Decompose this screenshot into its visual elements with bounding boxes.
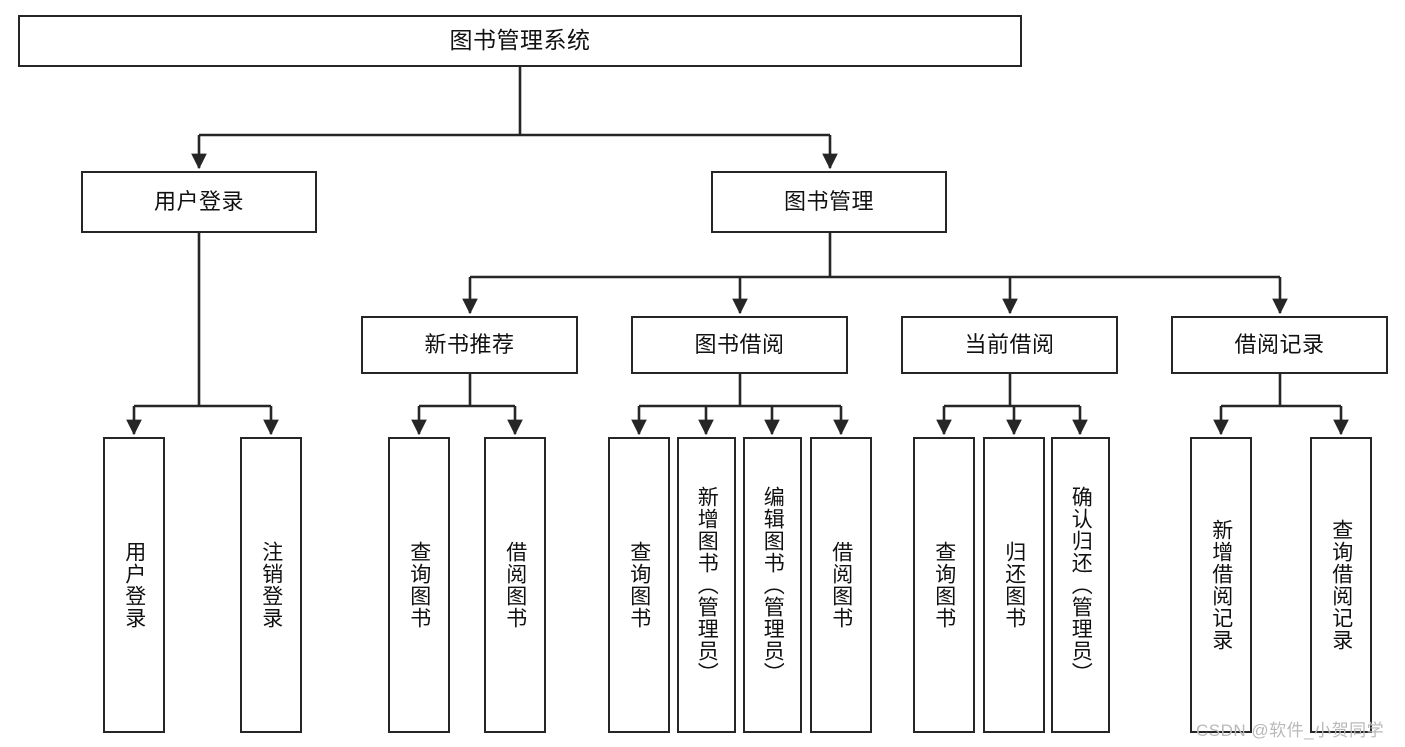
- node-label: 图书管理: [783, 189, 874, 215]
- node-level3-3[interactable]: 借阅记录: [1171, 316, 1388, 374]
- node-leaf-9[interactable]: 归还图书: [983, 437, 1045, 733]
- node-leaf-7[interactable]: 借阅图书: [810, 437, 872, 733]
- node-label: 图书管理系统: [449, 27, 591, 54]
- node-leaf-0[interactable]: 用户登录: [103, 437, 165, 733]
- node-leaf-10[interactable]: 确认归还（管理员）: [1051, 437, 1110, 733]
- node-level2-1[interactable]: 图书管理: [711, 171, 947, 233]
- node-label: 查询借阅记录: [1329, 519, 1353, 651]
- node-level3-0[interactable]: 新书推荐: [361, 316, 578, 374]
- node-label: 借阅图书: [829, 541, 853, 629]
- node-label: 借阅图书: [503, 541, 527, 629]
- node-label: 新书推荐: [424, 332, 515, 358]
- node-label: 确认归还（管理员）: [1069, 486, 1093, 684]
- node-label: 新增借阅记录: [1209, 519, 1233, 651]
- node-level3-1[interactable]: 图书借阅: [631, 316, 848, 374]
- node-leaf-1[interactable]: 注销登录: [240, 437, 302, 733]
- node-leaf-3[interactable]: 借阅图书: [484, 437, 546, 733]
- node-label: 查询图书: [407, 541, 431, 629]
- node-label: 编辑图书（管理员）: [761, 486, 785, 684]
- node-level3-2[interactable]: 当前借阅: [901, 316, 1118, 374]
- node-label: 注销登录: [259, 541, 283, 629]
- node-label: 查询图书: [932, 541, 956, 629]
- node-level2-0[interactable]: 用户登录: [81, 171, 317, 233]
- csdn-watermark: CSDN @软件_小贺同学: [1196, 721, 1385, 740]
- node-leaf-8[interactable]: 查询图书: [913, 437, 975, 733]
- node-leaf-11[interactable]: 新增借阅记录: [1190, 437, 1252, 733]
- node-leaf-6[interactable]: 编辑图书（管理员）: [743, 437, 802, 733]
- node-label: 借阅记录: [1234, 332, 1325, 358]
- node-label: 图书借阅: [694, 332, 785, 358]
- node-label: 新增图书（管理员）: [695, 486, 719, 684]
- node-label: 用户登录: [153, 189, 244, 215]
- node-leaf-12[interactable]: 查询借阅记录: [1310, 437, 1372, 733]
- node-leaf-4[interactable]: 查询图书: [608, 437, 670, 733]
- node-root[interactable]: 图书管理系统: [18, 15, 1022, 67]
- node-leaf-5[interactable]: 新增图书（管理员）: [677, 437, 736, 733]
- node-leaf-2[interactable]: 查询图书: [388, 437, 450, 733]
- node-label: 当前借阅: [964, 332, 1055, 358]
- node-label: 归还图书: [1002, 541, 1026, 629]
- node-label: 查询图书: [627, 541, 651, 629]
- node-label: 用户登录: [122, 541, 146, 629]
